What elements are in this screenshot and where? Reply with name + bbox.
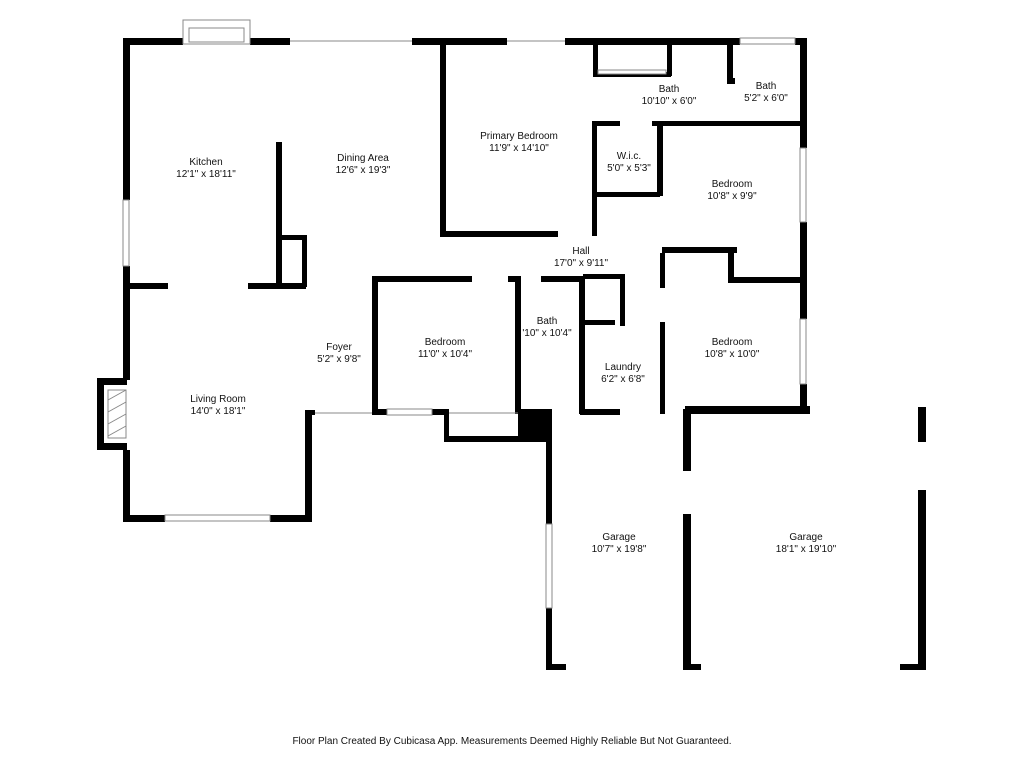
hall-dim: 17'0" x 9'11" <box>554 258 609 269</box>
hall-name: Hall <box>572 246 589 257</box>
bedroom-e-dim: 10'8" x 10'0" <box>705 349 760 360</box>
primary-bedroom-name: Primary Bedroom <box>480 131 558 142</box>
living-room-dim: 14'0" x 18'1" <box>191 406 246 417</box>
room-labels: Kitchen 12'1" x 18'11" Dining Area 12'6"… <box>176 81 836 555</box>
dining-name: Dining Area <box>337 153 389 164</box>
foyer-name: Foyer <box>326 342 352 353</box>
bath-3-name: Bath <box>537 316 558 327</box>
bedroom-center-dim: 11'0" x 10'4" <box>418 349 473 360</box>
wic-name: W.i.c. <box>617 151 641 162</box>
dining-dim: 12'6" x 19'3" <box>336 165 391 176</box>
bath-3-dim: '10" x 10'4" <box>522 328 572 339</box>
garage-2-name: Garage <box>789 532 823 543</box>
primary-bedroom-dim: 11'9" x 14'10" <box>489 143 549 154</box>
bath-2-name: Bath <box>756 81 777 92</box>
bedroom-ne-dim: 10'8" x 9'9" <box>707 191 757 202</box>
kitchen-name: Kitchen <box>189 157 222 168</box>
kitchen-dim: 12'1" x 18'11" <box>176 169 236 180</box>
fireplace <box>107 389 127 439</box>
bedroom-ne-name: Bedroom <box>712 179 753 190</box>
garage-1-name: Garage <box>602 532 636 543</box>
bath-2-dim: 5'2" x 6'0" <box>744 93 788 104</box>
wic-dim: 5'0" x 5'3" <box>607 163 651 174</box>
living-room-name: Living Room <box>190 394 246 405</box>
bedroom-center-name: Bedroom <box>425 337 466 348</box>
bath-1-dim: 10'10" x 6'0" <box>642 96 697 107</box>
garage-2-dim: 18'1" x 19'10" <box>776 544 837 555</box>
footer-disclaimer: Floor Plan Created By Cubicasa App. Meas… <box>292 736 732 747</box>
laundry-name: Laundry <box>605 362 641 373</box>
laundry-dim: 6'2" x 6'8" <box>601 374 645 385</box>
foyer-dim: 5'2" x 9'8" <box>317 354 361 365</box>
bedroom-e-name: Bedroom <box>712 337 753 348</box>
windows <box>122 19 807 609</box>
bath-1-name: Bath <box>659 84 680 95</box>
garage-1-dim: 10'7" x 19'8" <box>592 544 647 555</box>
walls <box>97 38 926 670</box>
